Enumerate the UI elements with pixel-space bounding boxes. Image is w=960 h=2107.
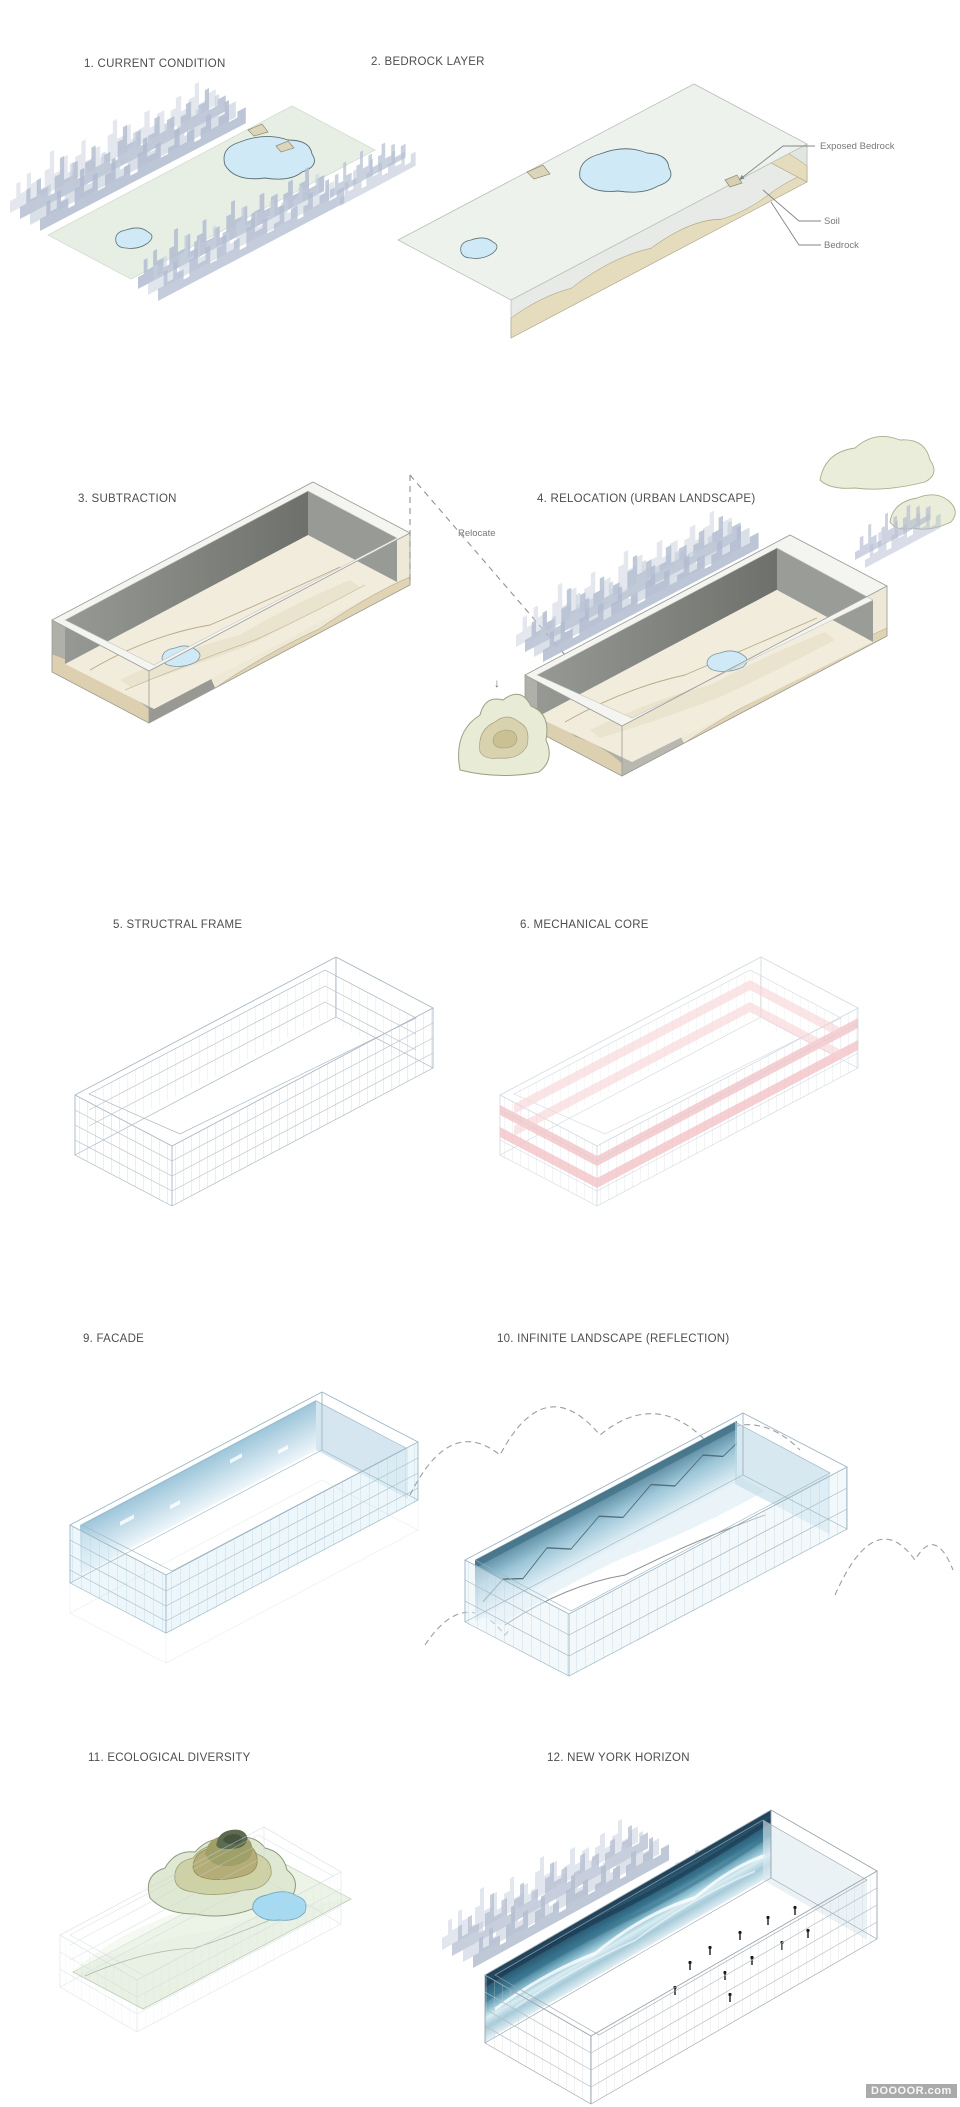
relocated-hill — [458, 693, 550, 777]
mechanical-core-illustration — [499, 956, 859, 1207]
inner-end-wall — [308, 491, 397, 582]
lake-large — [223, 136, 315, 180]
exposed-bedrock-label: Exposed Bedrock — [820, 141, 895, 152]
rock-2 — [275, 140, 295, 153]
frame-level-lines — [74, 985, 434, 1192]
core-ring-lower — [500, 1002, 858, 1188]
panel-title-12: 12. NEW YORK HORIZON — [547, 1752, 690, 1764]
panel-title-10: 10. INFINITE LANDSCAPE (REFLECTION) — [497, 1333, 730, 1345]
glass-front-walls — [70, 1443, 418, 1634]
infinite-landscape-illustration — [409, 1406, 954, 1677]
layered-mountain — [147, 1829, 296, 1917]
inner-back-wall — [65, 490, 308, 664]
soil-label: Soil — [824, 216, 840, 227]
rim-outlines — [69, 1391, 419, 1634]
panel-title-2: 2. BEDROCK LAYER — [371, 56, 485, 68]
bedrock-label: Bedrock — [824, 240, 859, 251]
panel-title-11: 11. ECOLOGICAL DIVERSITY — [88, 1752, 251, 1764]
leader-lines — [738, 145, 821, 246]
panel-title-1: 1. CURRENT CONDITION — [84, 58, 226, 70]
slab-top-face — [397, 83, 808, 301]
subtraction-illustration — [51, 481, 411, 724]
facade-illustration — [69, 1391, 419, 1664]
relocate-down-arrow: ↓ — [494, 676, 500, 690]
floor-lake — [161, 645, 201, 667]
frame-walls — [75, 970, 433, 1206]
lake-small — [460, 237, 498, 259]
structural-frame-illustration — [74, 956, 434, 1207]
floor-contour — [564, 617, 818, 723]
panel-title-4: 4. RELOCATION (URBAN LANDSCAPE) — [537, 493, 756, 505]
floor-contour-2 — [124, 584, 366, 691]
rim-outlines — [464, 1412, 848, 1677]
panel-title-6: 6. MECHANICAL CORE — [520, 919, 649, 931]
panel-title-9: 9. FACADE — [83, 1333, 145, 1345]
relocate-annotation-lines — [409, 474, 566, 656]
inner-back-wall — [537, 547, 777, 717]
wireframe-box — [59, 1826, 342, 2033]
floor-water-wash — [475, 1474, 765, 1625]
floor-terrain-patch — [590, 632, 835, 738]
rock-1 — [526, 164, 551, 180]
current-condition-illustration — [10, 65, 416, 301]
watermark-badge: DOOOOR.com — [866, 2084, 957, 2098]
frame-level-lines — [499, 1022, 859, 1192]
level-lines — [69, 1457, 419, 1622]
bedrock-layer-illustration — [397, 83, 821, 339]
level-lines — [484, 1887, 878, 2088]
relocate-label: Relocate — [458, 528, 496, 539]
new-york-horizon-illustration — [442, 1802, 878, 2105]
horizon-facade-wall — [484, 1810, 772, 2043]
ecological-diversity-illustration — [59, 1826, 352, 2033]
reflective-back-wall — [475, 1421, 738, 1622]
relocation-illustration — [458, 435, 956, 777]
level-lines — [464, 1487, 848, 1657]
inner-end-wall — [777, 548, 873, 642]
lake-large — [579, 148, 672, 193]
exposed-bedrock-rock — [724, 174, 743, 188]
glass-back-wall — [80, 1400, 316, 1575]
lower-ghost-levels — [69, 1479, 419, 1664]
panel-title-3: 3. SUBTRACTION — [78, 493, 177, 505]
lake-small — [115, 227, 153, 249]
glass-front-walls — [465, 1468, 847, 1677]
rock-1 — [247, 123, 269, 137]
panel-title-5: 5. STRUCTRAL FRAME — [113, 919, 243, 931]
